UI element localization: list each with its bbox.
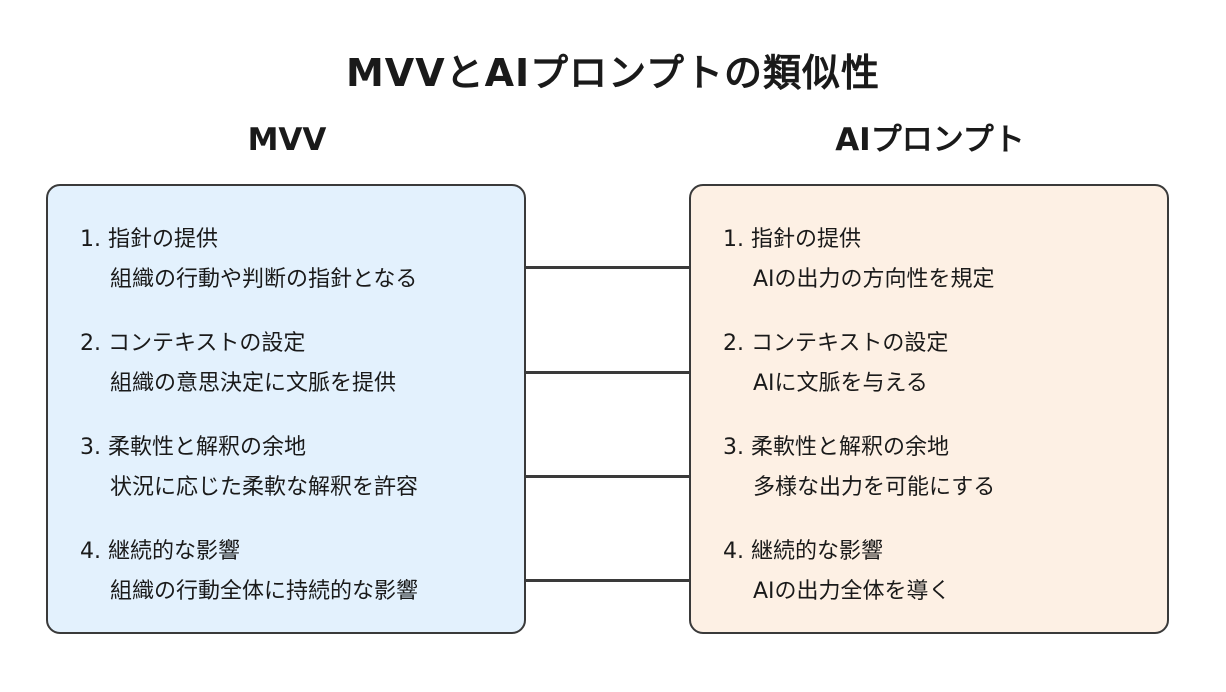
- connector-line-1: [526, 266, 689, 269]
- connector-line-2: [526, 371, 689, 374]
- connector-line-3: [526, 475, 689, 478]
- ai-item-4-desc: AIの出力全体を導く: [753, 579, 951, 604]
- mvv-item-3: 3. 柔軟性と解釈の余地 状況に応じた柔軟な解釈を許容: [80, 432, 510, 504]
- ai-prompt-panel: 1. 指針の提供 AIの出力の方向性を規定 2. コンテキストの設定 AIに文脈…: [689, 184, 1169, 634]
- mvv-item-2-desc: 組織の意思決定に文脈を提供: [110, 371, 397, 396]
- mvv-item-4-head: 4. 継続的な影響: [80, 539, 240, 564]
- mvv-item-3-desc: 状況に応じた柔軟な解釈を許容: [110, 475, 419, 500]
- connector-line-4: [526, 579, 689, 582]
- ai-item-3-desc: 多様な出力を可能にする: [753, 475, 996, 500]
- mvv-item-1: 1. 指針の提供 組織の行動や判断の指針となる: [80, 224, 510, 296]
- ai-item-1: 1. 指針の提供 AIの出力の方向性を規定: [723, 224, 1153, 296]
- ai-item-1-head: 1. 指針の提供: [723, 227, 861, 252]
- mvv-item-1-head: 1. 指針の提供: [80, 227, 218, 252]
- ai-item-2-desc: AIに文脈を与える: [753, 371, 928, 396]
- ai-item-1-desc: AIの出力の方向性を規定: [753, 267, 995, 292]
- ai-item-2: 2. コンテキストの設定 AIに文脈を与える: [723, 328, 1153, 400]
- mvv-heading: MVV: [247, 122, 327, 158]
- ai-item-3-head: 3. 柔軟性と解釈の余地: [723, 435, 949, 460]
- ai-item-4-head: 4. 継続的な影響: [723, 539, 883, 564]
- mvv-item-4-desc: 組織の行動全体に持続的な影響: [110, 579, 419, 604]
- mvv-item-2: 2. コンテキストの設定 組織の意思決定に文脈を提供: [80, 328, 510, 400]
- ai-item-4: 4. 継続的な影響 AIの出力全体を導く: [723, 536, 1153, 608]
- mvv-item-2-head: 2. コンテキストの設定: [80, 331, 306, 356]
- mvv-item-4: 4. 継続的な影響 組織の行動全体に持続的な影響: [80, 536, 510, 608]
- mvv-item-1-desc: 組織の行動や判断の指針となる: [110, 267, 418, 292]
- ai-item-2-head: 2. コンテキストの設定: [723, 331, 949, 356]
- ai-item-3: 3. 柔軟性と解釈の余地 多様な出力を可能にする: [723, 432, 1153, 504]
- mvv-item-3-head: 3. 柔軟性と解釈の余地: [80, 435, 306, 460]
- ai-prompt-heading: AIプロンプト: [835, 122, 1025, 158]
- mvv-panel: 1. 指針の提供 組織の行動や判断の指針となる 2. コンテキストの設定 組織の…: [46, 184, 526, 634]
- diagram-title: MVVとAIプロンプトの類似性: [345, 51, 881, 95]
